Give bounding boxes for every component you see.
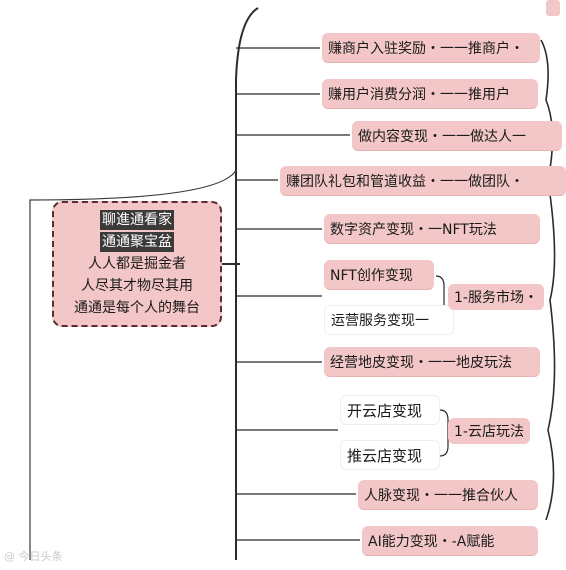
branch-user-referral[interactable]: 赚用户消费分润・一一推用户 — [322, 79, 538, 109]
branch-team-income[interactable]: 赚团队礼包和管道收益・一一做团队・ — [280, 166, 566, 196]
branch-cloud-store-play[interactable]: 1-云店玩法 — [448, 418, 530, 444]
center-line-1: 聊進通看家 — [100, 210, 174, 230]
center-line-2: 通通聚宝盆 — [100, 232, 174, 252]
branch-label: 开云店变现 — [347, 401, 423, 420]
branch-label: 运营服务变现一 — [331, 313, 429, 329]
branch-label: 人脉变现・一一推合伙人 — [364, 487, 518, 504]
branch-promote-cloud-store[interactable]: 推云店变现 — [340, 440, 440, 470]
branch-label: NFT创作变现 — [330, 267, 413, 284]
branch-label: 做内容变现・一一做达人一 — [358, 128, 526, 145]
top-edge-node — [546, 0, 560, 16]
branch-merchant-referral[interactable]: 赚商户入驻奖励・一一推商户・ — [322, 33, 540, 63]
branch-content-creator[interactable]: 做内容变现・一一做达人一 — [352, 121, 562, 151]
branch-open-cloud-store[interactable]: 开云店变现 — [340, 395, 440, 425]
watermark: @ 今日头条 — [4, 550, 63, 563]
branch-label: 推云店变现 — [347, 446, 423, 465]
branch-label: 赚商户入驻奖励・一一推商户・ — [328, 40, 524, 57]
branch-nft-creation[interactable]: NFT创作变现 — [324, 260, 434, 290]
branch-label: 赚用户消费分润・一一推用户 — [328, 86, 510, 103]
branch-partner-referral[interactable]: 人脉变现・一一推合伙人 — [358, 480, 538, 510]
branch-label: 1-服务市场・ — [454, 290, 538, 306]
branch-label: AI能力变现・-A赋能 — [368, 533, 495, 550]
center-line-5: 通通是每个人的舞台 — [74, 300, 200, 316]
branch-service-market[interactable]: 1-服务市场・ — [448, 284, 544, 310]
center-line-4: 人尽其才物尽其用 — [81, 278, 193, 294]
center-line-3: 人人都是掘金者 — [88, 256, 186, 272]
branch-label: 经营地皮变现・一一地皮玩法 — [330, 354, 512, 371]
branch-nft-play[interactable]: 数字资产变现・一NFT玩法 — [324, 214, 540, 244]
branch-operation-service[interactable]: 运营服务变现一 — [324, 305, 454, 335]
branch-ai-empower[interactable]: AI能力变现・-A赋能 — [362, 526, 538, 556]
branch-label: 赚团队礼包和管道收益・一一做团队・ — [286, 173, 524, 190]
branch-label: 1-云店玩法 — [454, 424, 524, 440]
central-node[interactable]: 聊進通看家 通通聚宝盆 人人都是掘金者 人尽其才物尽其用 通通是每个人的舞台 — [52, 201, 222, 327]
branch-label: 数字资产变现・一NFT玩法 — [330, 221, 497, 238]
branch-land-play[interactable]: 经营地皮变现・一一地皮玩法 — [324, 347, 540, 377]
